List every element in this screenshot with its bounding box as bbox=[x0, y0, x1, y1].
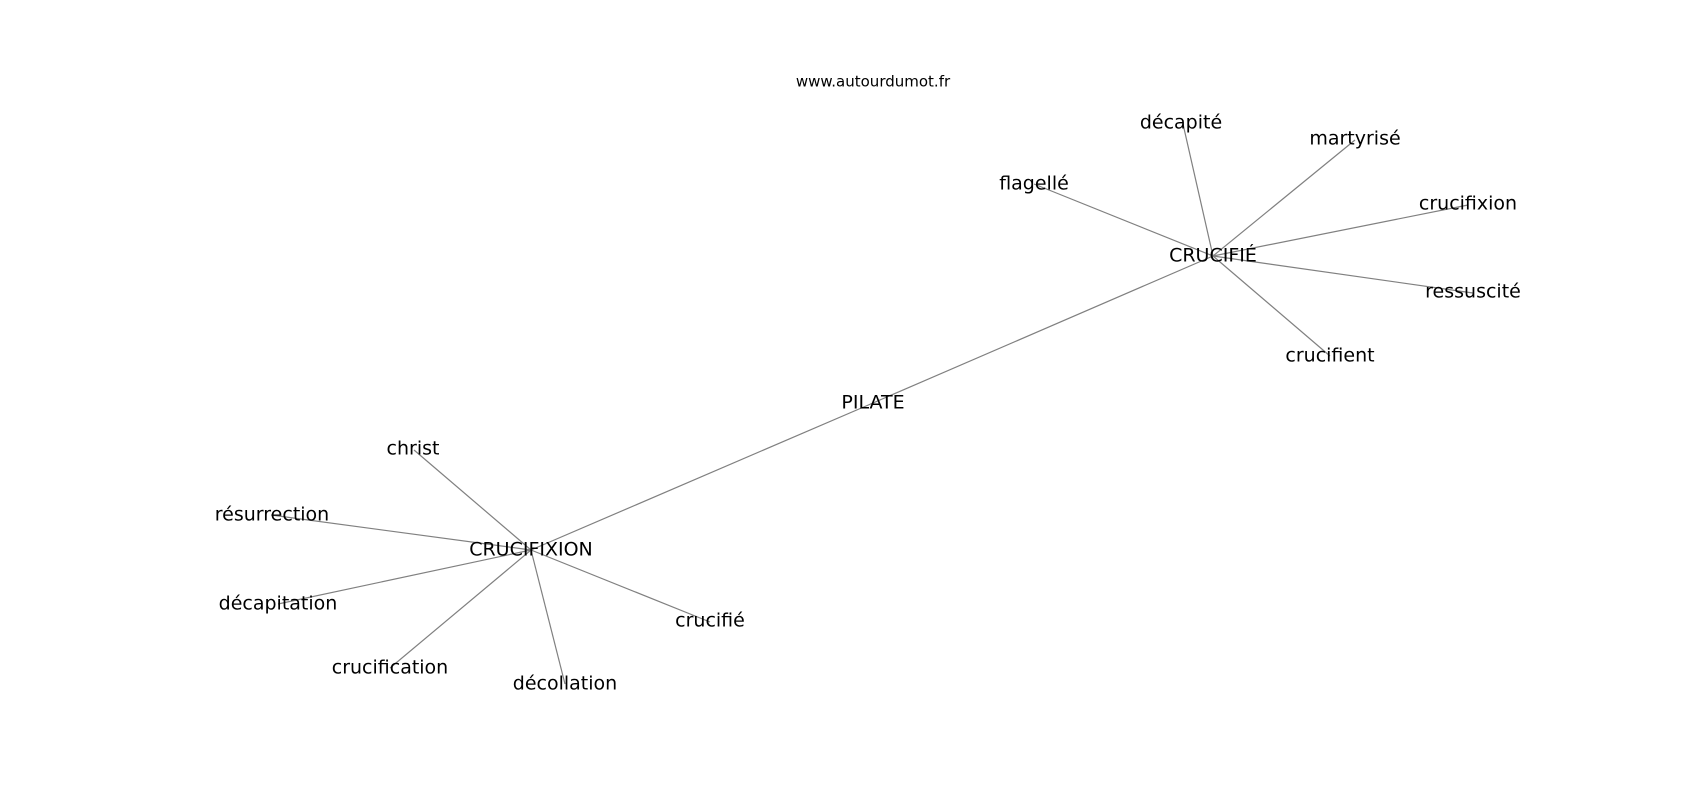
node-martyrise: martyrisé bbox=[1309, 128, 1400, 150]
graph-node-labels: PILATE CRUCIFIÉ flagellé décapité martyr… bbox=[215, 112, 1521, 695]
edge-pilate-crucifie bbox=[872, 255, 1214, 404]
node-pilate: PILATE bbox=[841, 392, 904, 414]
edge-crucifixion-resurrection bbox=[270, 514, 532, 551]
node-resurrection: résurrection bbox=[215, 504, 329, 526]
node-christ: christ bbox=[387, 438, 440, 460]
node-crucifient: crucifient bbox=[1285, 345, 1374, 367]
edge-crucifie-crucifixion bbox=[1212, 204, 1469, 257]
node-crucifixion: CRUCIFIXION bbox=[469, 539, 593, 561]
edge-crucifixion-crucification bbox=[389, 549, 532, 669]
node-ressuscite: ressuscité bbox=[1425, 281, 1521, 303]
edge-crucifixion-decapitation bbox=[277, 549, 532, 605]
node-crucification: crucification bbox=[332, 657, 448, 679]
edge-crucifixion-christ bbox=[413, 449, 532, 551]
edge-crucifie-flagelle bbox=[1033, 183, 1214, 257]
node-crucifie-small: crucifié bbox=[675, 610, 745, 632]
node-flagelle: flagellé bbox=[999, 173, 1069, 195]
node-crucifixion-small: crucifixion bbox=[1419, 193, 1517, 215]
edge-crucifixion-crucifie bbox=[530, 549, 711, 623]
edge-crucifie-decapite bbox=[1182, 123, 1214, 257]
edge-crucifie-crucifient bbox=[1212, 255, 1331, 357]
edge-pilate-crucifixion bbox=[530, 402, 874, 551]
graph-edges bbox=[270, 123, 1474, 685]
node-decapite: décapité bbox=[1140, 112, 1222, 134]
node-decollation: décollation bbox=[513, 673, 617, 695]
edge-crucifixion-decollation bbox=[530, 549, 566, 685]
node-crucifie: CRUCIFIÉ bbox=[1169, 244, 1257, 267]
edge-crucifie-ressuscite bbox=[1212, 255, 1474, 294]
node-decapitation: décapitation bbox=[219, 593, 338, 615]
source-watermark: www.autourdumot.fr bbox=[796, 73, 951, 91]
edge-crucifie-martyrise bbox=[1212, 139, 1356, 257]
